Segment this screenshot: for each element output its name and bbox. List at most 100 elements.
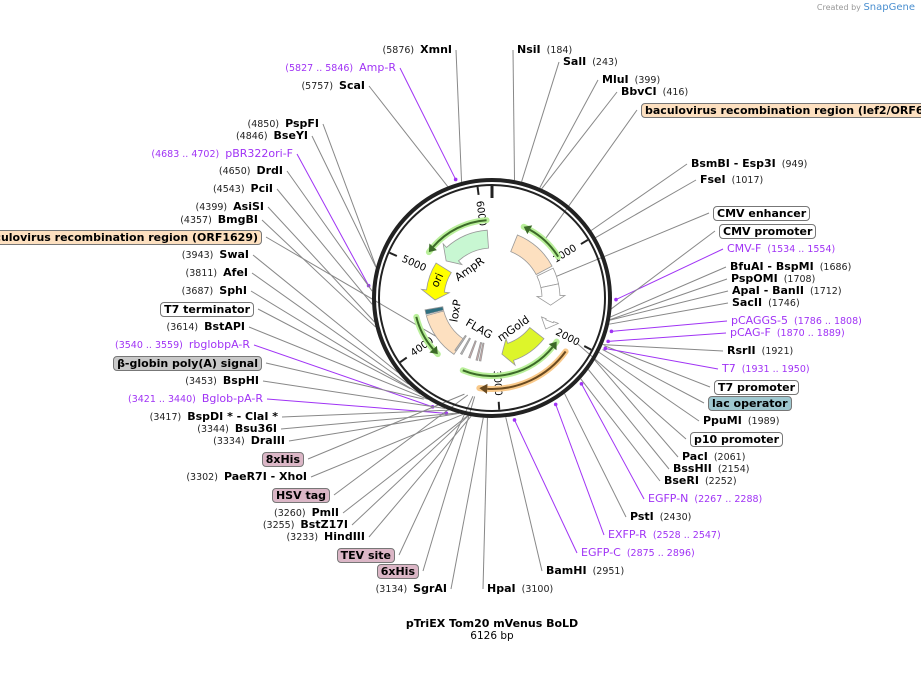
label-connector-line <box>265 362 424 400</box>
label-connector-line <box>539 79 599 189</box>
label-connector-line <box>602 344 724 352</box>
label-connector-line <box>257 308 411 390</box>
feature-label[interactable]: T7 terminator <box>160 302 254 317</box>
enzyme-site-label[interactable]: (3255)BstZ17I <box>257 518 348 532</box>
enzyme-site-label[interactable]: (3811)AfeI <box>180 266 248 280</box>
feature-label[interactable]: T7 promoter <box>714 380 800 395</box>
label-name: PspFI <box>285 117 319 130</box>
orf-arrow-bottom <box>462 346 554 377</box>
enzyme-site-label[interactable]: PpuMI(1989) <box>703 414 785 428</box>
label-name: ApaI - BanII <box>732 284 804 297</box>
feature-label[interactable]: lac operator <box>708 396 792 411</box>
label-name: BseYI <box>273 129 308 142</box>
primer-binding-marker <box>453 177 458 182</box>
primer-label[interactable]: (4683 .. 4702)pBR322ori-F <box>145 147 293 161</box>
enzyme-site-label[interactable]: (3334)DraIII <box>207 434 285 448</box>
label-connector-line <box>280 412 458 430</box>
orf1629-region-arc <box>425 310 465 355</box>
label-name: 6xHis <box>380 565 415 578</box>
small-promoter-arrow <box>540 316 560 330</box>
enzyme-site-label[interactable]: (4650)DrdI <box>213 164 283 178</box>
enzyme-site-label[interactable]: MluI(399) <box>602 73 666 87</box>
primer-label[interactable]: (5827 .. 5846)Amp-R <box>279 61 396 75</box>
feature-label[interactable]: p10 promoter <box>690 432 784 447</box>
label-name: BstAPI <box>204 320 245 333</box>
enzyme-site-label[interactable]: FseI(1017) <box>700 173 769 187</box>
enzyme-site-label[interactable]: BsmBI - Esp3I(949) <box>691 157 813 171</box>
enzyme-site-label[interactable]: (3453)BspHI <box>179 374 259 388</box>
primer-label[interactable]: EGFP-N(2267 .. 2288) <box>648 492 768 506</box>
primer-binding-marker <box>614 297 618 302</box>
label-name: 8xHis <box>265 453 300 466</box>
primer-label[interactable]: (3540 .. 3559)rbglobpA-R <box>109 338 250 352</box>
primer-binding-marker <box>603 346 608 351</box>
enzyme-site-label[interactable]: ApaI - BanII(1712) <box>732 284 848 298</box>
label-position: (949) <box>781 159 808 170</box>
label-name: HindIII <box>324 530 365 543</box>
primer-binding-marker <box>512 418 517 422</box>
enzyme-site-label[interactable]: (4846)BseYI <box>230 129 308 143</box>
enzyme-site-label[interactable]: PspOMI(1708) <box>731 272 821 286</box>
feature-label[interactable]: HSV tag <box>271 488 330 503</box>
enzyme-site-label[interactable]: (3943)SwaI <box>176 248 249 262</box>
label-position: (4399) <box>195 202 228 213</box>
feature-label[interactable]: baculovirus recombination region (lef2/O… <box>641 103 921 118</box>
label-connector-line <box>548 212 710 280</box>
snapgene-credit: Created by SnapGene <box>817 2 915 13</box>
enzyme-site-label[interactable]: (3134)SgrAI <box>370 582 447 596</box>
feature-label[interactable]: baculovirus recombination region (ORF162… <box>0 230 262 245</box>
label-connector-line <box>514 419 578 554</box>
primer-label[interactable]: (3421 .. 3440)Bglob-pA-R <box>122 392 263 406</box>
label-position: (1989) <box>747 416 780 427</box>
enzyme-site-label[interactable]: (4543)PciI <box>207 182 273 196</box>
label-connector-line <box>398 395 474 556</box>
enzyme-site-label[interactable]: BseRI(2252) <box>664 474 743 488</box>
enzyme-site-label[interactable]: BbvCI(416) <box>621 85 694 99</box>
label-position: (3344) <box>197 424 229 435</box>
enzyme-site-label[interactable]: (4357)BmgBI <box>174 213 258 227</box>
label-name: pBR322ori-F <box>225 147 293 160</box>
label-position: (4650) <box>218 166 251 177</box>
primer-label[interactable]: EGFP-C(2875 .. 2896) <box>581 546 701 560</box>
feature-label[interactable]: CMV promoter <box>719 224 817 239</box>
enzyme-site-label[interactable]: RsrII(1921) <box>727 344 799 358</box>
label-connector-line <box>521 61 560 182</box>
enzyme-site-label[interactable]: NsiI(184) <box>517 43 578 57</box>
label-name: TEV site <box>340 549 391 562</box>
enzyme-site-label[interactable]: BssHII(2154) <box>673 462 755 476</box>
label-name: SgrAI <box>413 582 447 595</box>
enzyme-site-label[interactable]: HpaI(3100) <box>487 582 559 596</box>
primer-label[interactable]: T7(1931 .. 1950) <box>722 362 816 376</box>
enzyme-site-label[interactable]: (3302)PaeR7I - XhoI <box>180 470 307 484</box>
ori-label: ori <box>428 271 446 289</box>
enzyme-site-label[interactable]: SacII(1746) <box>732 296 806 310</box>
feature-label[interactable]: 6xHis <box>376 564 419 579</box>
enzyme-site-label[interactable]: (3687)SphI <box>176 284 247 298</box>
feature-label[interactable]: CMV enhancer <box>713 206 811 221</box>
feature-label[interactable]: TEV site <box>336 548 395 563</box>
enzyme-site-label[interactable]: (3417)BspDI * - ClaI * <box>144 410 278 424</box>
enzyme-site-label[interactable]: SalI(243) <box>563 55 624 69</box>
enzyme-site-label[interactable]: (3233)HindIII <box>280 530 365 544</box>
enzyme-site-label[interactable]: (5876)XmnI <box>377 43 452 57</box>
enzyme-site-label[interactable]: (3344)Bsu36I <box>191 422 277 436</box>
primer-label[interactable]: CMV-F(1534 .. 1554) <box>727 242 841 256</box>
snapgene-logo: SnapGene <box>863 2 915 13</box>
enzyme-site-label[interactable]: (5757)ScaI <box>295 79 365 93</box>
enzyme-site-label[interactable]: (3614)BstAPI <box>161 320 245 334</box>
enzyme-site-label[interactable]: BamHI(2951) <box>546 564 630 578</box>
enzyme-site-label[interactable]: PacI(2061) <box>682 450 751 464</box>
enzyme-site-label[interactable]: BfuAI - BspMI(1686) <box>730 260 857 274</box>
enzyme-site-label[interactable]: (4850)PspFI <box>242 117 320 131</box>
primer-label[interactable]: EXFP-R(2528 .. 2547) <box>608 528 727 542</box>
feature-label[interactable]: β-globin poly(A) signal <box>113 356 262 371</box>
primer-label[interactable]: pCAGGS-5(1786 .. 1808) <box>731 314 868 328</box>
enzyme-site-label[interactable]: (4399)AsiSI <box>190 200 264 214</box>
enzyme-site-label[interactable]: PstI(2430) <box>630 510 697 524</box>
primer-label[interactable]: pCAG-F(1870 .. 1889) <box>730 326 851 340</box>
enzyme-site-label[interactable]: (3260)PmlI <box>268 506 339 520</box>
feature-label[interactable]: 8xHis <box>261 452 304 467</box>
label-connector-line <box>399 67 457 180</box>
label-name: EGFP-N <box>648 492 689 505</box>
label-position: (1686) <box>819 262 852 273</box>
